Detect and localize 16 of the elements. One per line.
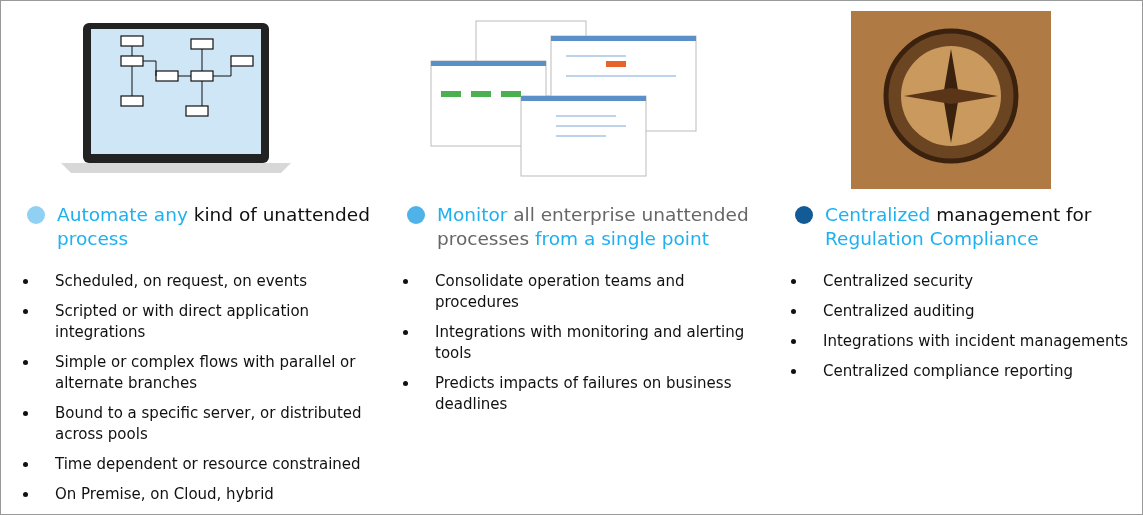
column-heading: Centralized management for Regulation Compliance (825, 203, 1093, 251)
bullet-text: Integrations with monitoring and alerting tools (435, 322, 746, 364)
bullet-text: Centralized compliance reporting (823, 361, 1075, 382)
bullet-text: Simple or complex flows with parallel or alternate branches (55, 352, 357, 394)
bullet-text: Time dependent or resource constrained (55, 454, 362, 475)
bullet-text: On Premise, on Cloud, hybrid (55, 484, 275, 505)
bullet-text: Scripted or with direct application integrations (55, 301, 311, 343)
bullet-text: Scheduled, on request, on events (55, 271, 308, 292)
bullet-text: Integrations with incident managements (823, 331, 1130, 352)
bullet-text: Consolidate operation teams and procedures (435, 271, 686, 313)
column-heading: Automate any kind of unattended process (57, 203, 371, 251)
bullet-text: Bound to a specific server, or distributed across pools (55, 403, 363, 445)
bullet-text: Centralized security (823, 271, 975, 292)
bullet-text: Centralized auditing (823, 301, 976, 322)
column-heading: Monitor all enterprise unattended processes from a single point (437, 203, 750, 251)
bullet-text: Predicts impacts of failures on business deadlines (435, 373, 733, 415)
